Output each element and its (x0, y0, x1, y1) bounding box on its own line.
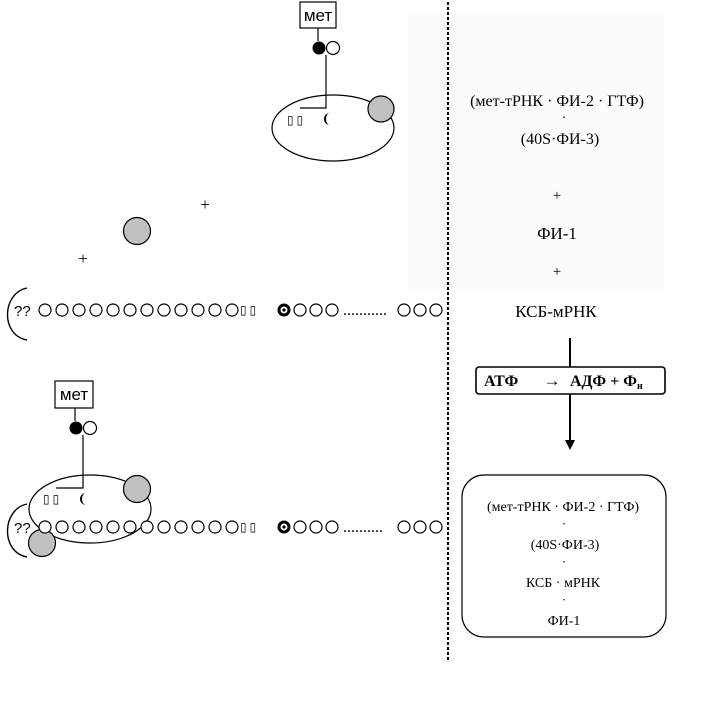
product-if1: ФИ-1 (548, 614, 581, 629)
nucleotide-bead (55, 303, 69, 317)
met-label: мет (304, 6, 333, 25)
trna-filled-bead (312, 41, 326, 55)
nucleotide-bead (89, 303, 103, 317)
energy-products: АДФ + Фн (570, 373, 643, 392)
initiation-factor-1 (122, 216, 152, 246)
plus-sign-1: + (200, 195, 210, 214)
small-ribosomal-subunit (271, 94, 395, 162)
nucleotide-bead (157, 303, 171, 317)
nucleotide-bead (208, 520, 222, 534)
nucleotide-bead (225, 520, 239, 534)
energy-atp: АТФ (484, 373, 518, 390)
trna-open-bead (325, 40, 341, 56)
nucleotide-bead (191, 520, 205, 534)
product-40s-complex: (40S·ФИ-3) (531, 538, 600, 553)
nucleotide-bead (309, 520, 323, 534)
trna-filled-bead-bottom (69, 421, 83, 435)
initiation-factor-1-bottom (27, 528, 57, 558)
nucleotide-bead (106, 303, 120, 317)
mrna-start-gap-bottom: ▯ ▯ (240, 520, 256, 534)
nucleotide-bead (429, 520, 443, 534)
reactant-plus-a: + (553, 188, 561, 204)
nucleotide-bead (413, 520, 427, 534)
nucleotide-bead (309, 303, 323, 317)
energy-products-main: АДФ + Ф (570, 373, 637, 390)
initiation-factor-3-bottom (122, 474, 152, 504)
reactant-separator: · (562, 111, 567, 126)
nucleotide-bead (72, 303, 86, 317)
nucleotide-bead (429, 303, 443, 317)
nucleotide-bead (55, 520, 69, 534)
product-box: (мет-тРНК · ФИ-2 · ГТФ) · (40S·ФИ-3) · К… (461, 474, 667, 638)
product-sep-3: · (562, 592, 566, 607)
product-sep-2: · (562, 554, 566, 569)
nucleotide-bead (106, 520, 120, 534)
subunit-glyphs: ▯ ▯ (287, 113, 303, 127)
reactant-if1: ФИ-1 (537, 224, 577, 243)
nucleotide-bead (38, 303, 52, 317)
reactant-40s-complex: (40S·ФИ-3) (521, 131, 599, 148)
nucleotide-bead (293, 520, 307, 534)
product-cbp-mrna: КСБ · мРНК (526, 576, 601, 591)
nucleotide-bead (140, 520, 154, 534)
nucleotide-bead (293, 303, 307, 317)
trna-body (300, 55, 327, 109)
start-codon-bead-center (282, 308, 286, 312)
anticodon-crescent (324, 113, 330, 125)
cap-binding-protein (6, 287, 28, 341)
nucleotide-bead (325, 303, 339, 317)
product-trna-complex: (мет-тРНК · ФИ-2 · ГТФ) (487, 500, 639, 515)
nucleotide-bead (413, 303, 427, 317)
nucleotide-bead (123, 303, 137, 317)
plus-sign-2: + (78, 249, 88, 268)
met-label-box-bottom (54, 380, 94, 409)
small-ribosomal-subunit-bottom (28, 474, 152, 544)
subunit-glyphs-bottom: ▯ ▯ (43, 492, 59, 506)
nucleotide-bead (140, 303, 154, 317)
nucleotide-bead (208, 303, 222, 317)
trna-open-bead-bottom (82, 420, 98, 436)
trna-body-bottom (56, 435, 84, 489)
cap-binding-protein-bottom (6, 503, 28, 558)
nucleotide-bead (157, 520, 171, 534)
bottom-initiation-complex: мет ▯ ▯ ?? ▯ ▯ .......... (6, 380, 443, 558)
anticodon-crescent-bottom (80, 493, 86, 505)
nucleotide-bead (397, 520, 411, 534)
mrna-ellipsis: ........... (343, 302, 387, 319)
energy-products-subscript: н (637, 381, 643, 392)
initiation-factor-3 (367, 95, 395, 123)
product-sep-1: · (562, 516, 566, 531)
nucleotide-bead (325, 520, 339, 534)
reaction-arrowhead (565, 440, 575, 450)
mrna-strand: ?? ▯ ▯ ........... (6, 287, 443, 341)
reactant-plus-b: + (553, 264, 561, 280)
mrna-cap-label: ?? (14, 303, 31, 320)
nucleotide-bead (123, 520, 137, 534)
reactants-column: (мет-тРНК · ФИ-2 · ГТФ) · (40S·ФИ-3) + Ф… (470, 93, 644, 321)
mrna-cap-label-bottom: ?? (14, 520, 31, 537)
start-codon-bead-center (282, 525, 286, 529)
nucleotide-bead (397, 303, 411, 317)
reactant-trna-complex: (мет-тРНК · ФИ-2 · ГТФ) (470, 93, 644, 110)
energy-arrow: → (544, 371, 561, 390)
reactant-cbp-mrna: КСБ-мРНК (515, 302, 597, 321)
energy-box-frame (475, 366, 666, 395)
mrna-ellipsis-bottom: .......... (343, 519, 383, 536)
product-box-frame (461, 474, 667, 638)
top-initiation-complex: мет ▯ ▯ (271, 1, 395, 162)
nucleotide-bead (89, 520, 103, 534)
energy-box: АТФ → АДФ + Фн (475, 366, 666, 395)
nucleotide-bead (72, 520, 86, 534)
nucleotide-bead (174, 520, 188, 534)
nucleotide-bead (174, 303, 188, 317)
reactants-background (408, 14, 664, 290)
nucleotide-bead (38, 520, 52, 534)
nucleotide-bead (191, 303, 205, 317)
met-label-bottom: мет (60, 385, 89, 404)
nucleotide-bead (225, 303, 239, 317)
mrna-start-gap: ▯ ▯ (240, 303, 256, 317)
